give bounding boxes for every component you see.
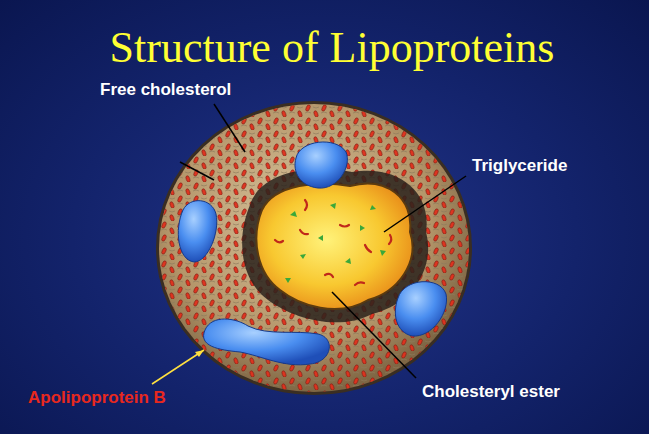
slide-title: Structure of Lipoproteins	[110, 26, 555, 70]
part-label: Apolipoprotein B	[28, 388, 166, 408]
part-label: Triglyceride	[472, 156, 567, 176]
part-label: Cholesteryl ester	[422, 382, 560, 402]
part-label: Free cholesterol	[100, 80, 231, 100]
